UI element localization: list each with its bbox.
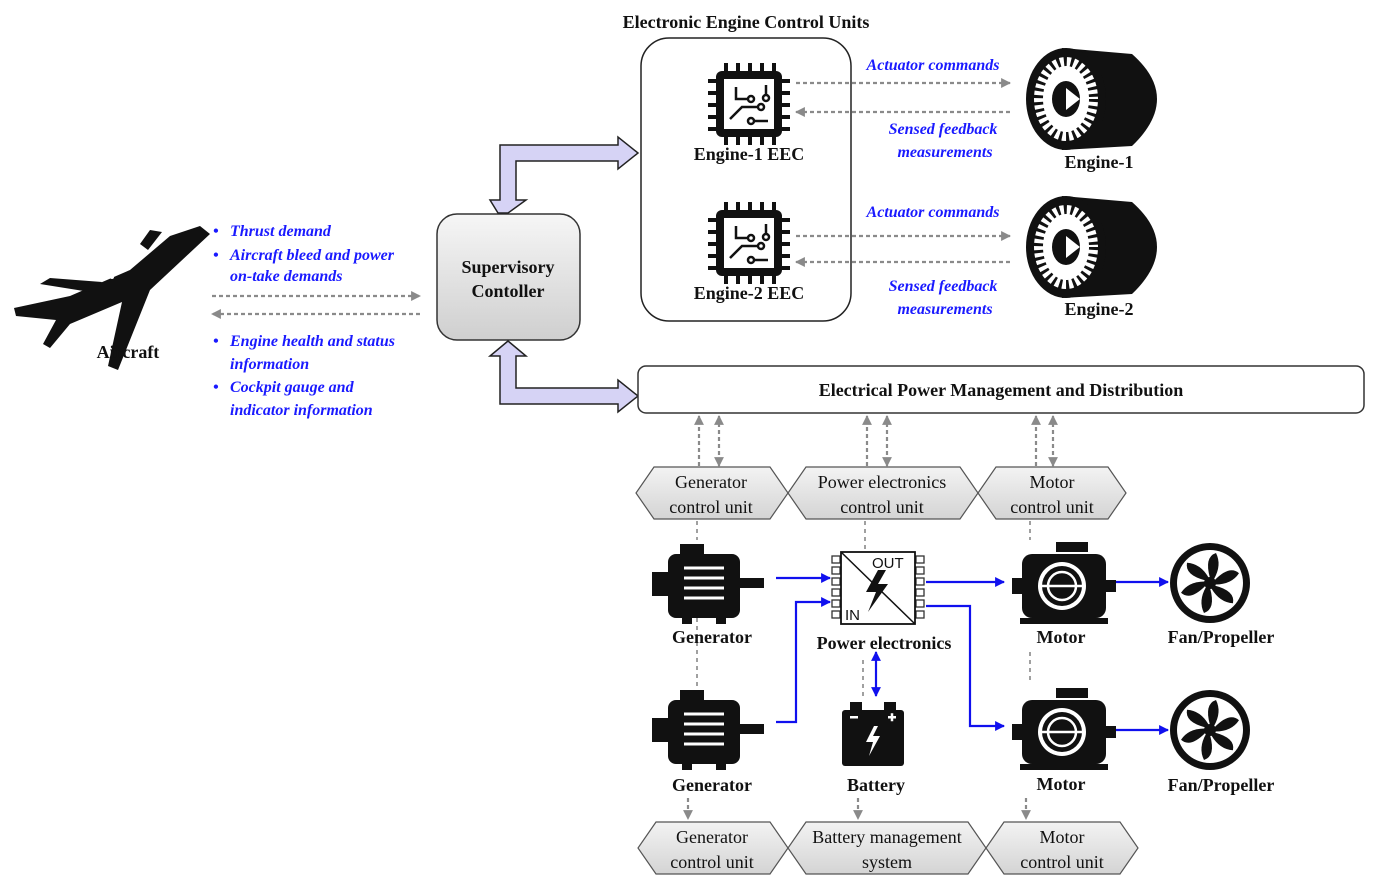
control-links xyxy=(696,521,1031,698)
motor1-label: Motor xyxy=(1037,627,1086,647)
supervisory-controller-box xyxy=(436,213,581,341)
engine2-eec-label: Engine-2 EEC xyxy=(694,283,805,303)
cu-top-3-l2: control unit xyxy=(1010,497,1094,517)
signal-engine-health-2: information xyxy=(230,356,309,373)
signal-bleed-demand: Aircraft bleed and power xyxy=(229,247,395,264)
fan-propeller-icon xyxy=(1170,690,1250,770)
epmd-control-unit-links xyxy=(694,415,1058,467)
motor-icon xyxy=(1012,542,1116,624)
cu-bot-3-l2: control unit xyxy=(1020,852,1104,872)
generator-control-unit-top xyxy=(635,466,789,520)
jet-engine-icon xyxy=(1026,48,1157,150)
controller-epmd-bus-arrow xyxy=(487,340,640,414)
fan2-label: Fan/Propeller xyxy=(1168,775,1275,795)
sensed-feedback-2b: measurements xyxy=(897,301,992,318)
motor-control-unit-bottom xyxy=(985,821,1139,875)
battery-label: Battery xyxy=(847,775,905,795)
generator-icon xyxy=(652,690,764,770)
pe-out-label: OUT xyxy=(872,555,904,572)
svg-text:•: • xyxy=(213,379,219,396)
power-flow-arrows xyxy=(776,573,1169,735)
jet-engine-icon xyxy=(1026,196,1157,298)
motor2-label: Motor xyxy=(1037,774,1086,794)
signal-engine-health: Engine health and status xyxy=(229,333,395,350)
sensed-feedback-1: Sensed feedback xyxy=(889,121,998,138)
fan1-label: Fan/Propeller xyxy=(1168,627,1275,647)
cu-bot-2-l2: system xyxy=(862,852,912,872)
cu-top-2-l2: control unit xyxy=(840,497,924,517)
chip-icon xyxy=(708,63,790,145)
svg-text:•: • xyxy=(213,223,219,240)
cu-top-1-l2: control unit xyxy=(669,497,753,517)
generator2-label: Generator xyxy=(672,775,752,795)
pe-in-label: IN xyxy=(845,607,860,624)
controller-eec-bus-arrow xyxy=(488,135,640,214)
sensed-feedback-1b: measurements xyxy=(897,144,992,161)
battery-icon xyxy=(842,702,904,766)
signal-cockpit-gauge: Cockpit gauge and xyxy=(230,379,355,396)
generator1-label: Generator xyxy=(672,627,752,647)
cu-top-3-l1: Motor xyxy=(1030,472,1075,492)
supervisory-controller-label-1: Supervisory xyxy=(461,257,554,277)
fan-propeller-icon xyxy=(1170,543,1250,623)
aircraft-icon xyxy=(14,226,210,370)
power-electronics-label: Power electronics xyxy=(817,633,952,653)
motor-icon xyxy=(1012,688,1116,770)
battery-management-system xyxy=(787,821,987,875)
engine1-label: Engine-1 xyxy=(1064,152,1133,172)
motor-control-unit-top xyxy=(977,466,1127,520)
svg-text:•: • xyxy=(213,247,219,264)
eec-title: Electronic Engine Control Units xyxy=(623,12,870,32)
sensed-feedback-2: Sensed feedback xyxy=(889,278,998,295)
actuator-commands-2: Actuator commands xyxy=(866,204,1000,221)
power-electronics-icon: OUT IN xyxy=(831,551,925,625)
aircraft-demand-signals: • Thrust demand • Aircraft bleed and pow… xyxy=(213,223,395,285)
power-electronics-control-unit xyxy=(787,466,979,520)
epmd-box xyxy=(637,365,1365,414)
cu-top-2-l1: Power electronics xyxy=(818,472,946,492)
chip-icon xyxy=(708,202,790,284)
signal-bleed-demand-2: on-take demands xyxy=(230,268,342,285)
engine2-label: Engine-2 xyxy=(1064,299,1133,319)
cu-bot-2-l1: Battery management xyxy=(812,827,961,847)
epmd-label: Electrical Power Management and Distribu… xyxy=(819,380,1184,400)
aircraft-label: Aircraft xyxy=(97,342,160,362)
cu-bot-1-l2: control unit xyxy=(670,852,754,872)
generator-icon xyxy=(652,544,764,624)
cu-bot-1-l1: Generator xyxy=(676,827,748,847)
generator-control-unit-bottom xyxy=(637,821,789,875)
signal-cockpit-gauge-2: indicator information xyxy=(230,402,373,419)
svg-text:•: • xyxy=(213,333,219,350)
bottom-control-unit-links xyxy=(683,798,1031,820)
signal-thrust-demand: Thrust demand xyxy=(230,223,332,240)
actuator-commands-1: Actuator commands xyxy=(866,57,1000,74)
cu-bot-3-l1: Motor xyxy=(1040,827,1085,847)
supervisory-controller-label-2: Contoller xyxy=(472,281,545,301)
engine1-eec-label: Engine-1 EEC xyxy=(694,144,805,164)
aircraft-status-signals: • Engine health and status information •… xyxy=(213,333,395,419)
cu-top-1-l1: Generator xyxy=(675,472,747,492)
